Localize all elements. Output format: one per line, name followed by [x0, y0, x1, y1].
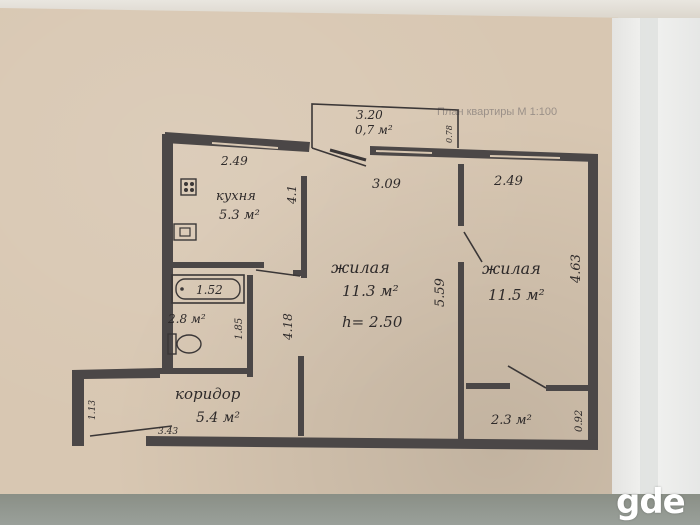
living1-area: 11.3 м² [342, 282, 399, 300]
balcony-area: 0,7 м² [355, 123, 393, 137]
balcony: 3.20 0,7 м² 0.78 [311, 103, 459, 148]
window-marks [211, 142, 561, 159]
balcony-depth: 0.78 [445, 125, 454, 143]
living1-height: h= 2.50 [342, 313, 403, 331]
paper-fold-edge [640, 18, 658, 525]
bath-length: 1.85 [234, 318, 245, 340]
corridor-width: 3.43 [158, 427, 178, 437]
kitchen-name: кухня [216, 189, 256, 204]
balcony-width: 3.20 [356, 108, 383, 122]
interior-walls [160, 164, 590, 440]
kitchen-length: 4.1 [285, 185, 299, 205]
living2-width: 2.49 [493, 174, 523, 189]
closet-area: 2.3 м² [490, 413, 532, 428]
living1-name: жилая [331, 258, 390, 277]
living2-area: 11.5 м² [488, 286, 545, 304]
site-watermark: gde [616, 482, 686, 522]
corridor-name: коридор [175, 385, 241, 403]
living1-width: 3.09 [372, 177, 401, 192]
door-swings [255, 231, 547, 389]
bath-area: 2.8 м² [167, 312, 206, 326]
kitchen-area: 5.3 м² [219, 208, 260, 223]
corridor-side: 1.13 [88, 400, 98, 420]
closet-depth: 0.92 [574, 410, 585, 432]
corridor-area: 5.4 м² [196, 410, 240, 426]
plan-title: План квартиры М 1:100 [437, 106, 557, 118]
living2-name: жилая [482, 259, 541, 278]
balcony-door [311, 147, 367, 167]
bath-label: 1.52 [196, 283, 223, 297]
kitchen-fixtures [173, 178, 197, 241]
living2-length: 4.63 [569, 254, 584, 284]
bathtub: 1.52 [171, 274, 245, 304]
kitchen-width: 2.49 [220, 154, 248, 168]
background-surface-bottom [0, 494, 700, 525]
toilet [167, 333, 202, 355]
corridor-length: 4.18 [281, 313, 295, 341]
floor-plan-sheet [0, 8, 618, 498]
living1-length: 5.59 [433, 278, 448, 307]
